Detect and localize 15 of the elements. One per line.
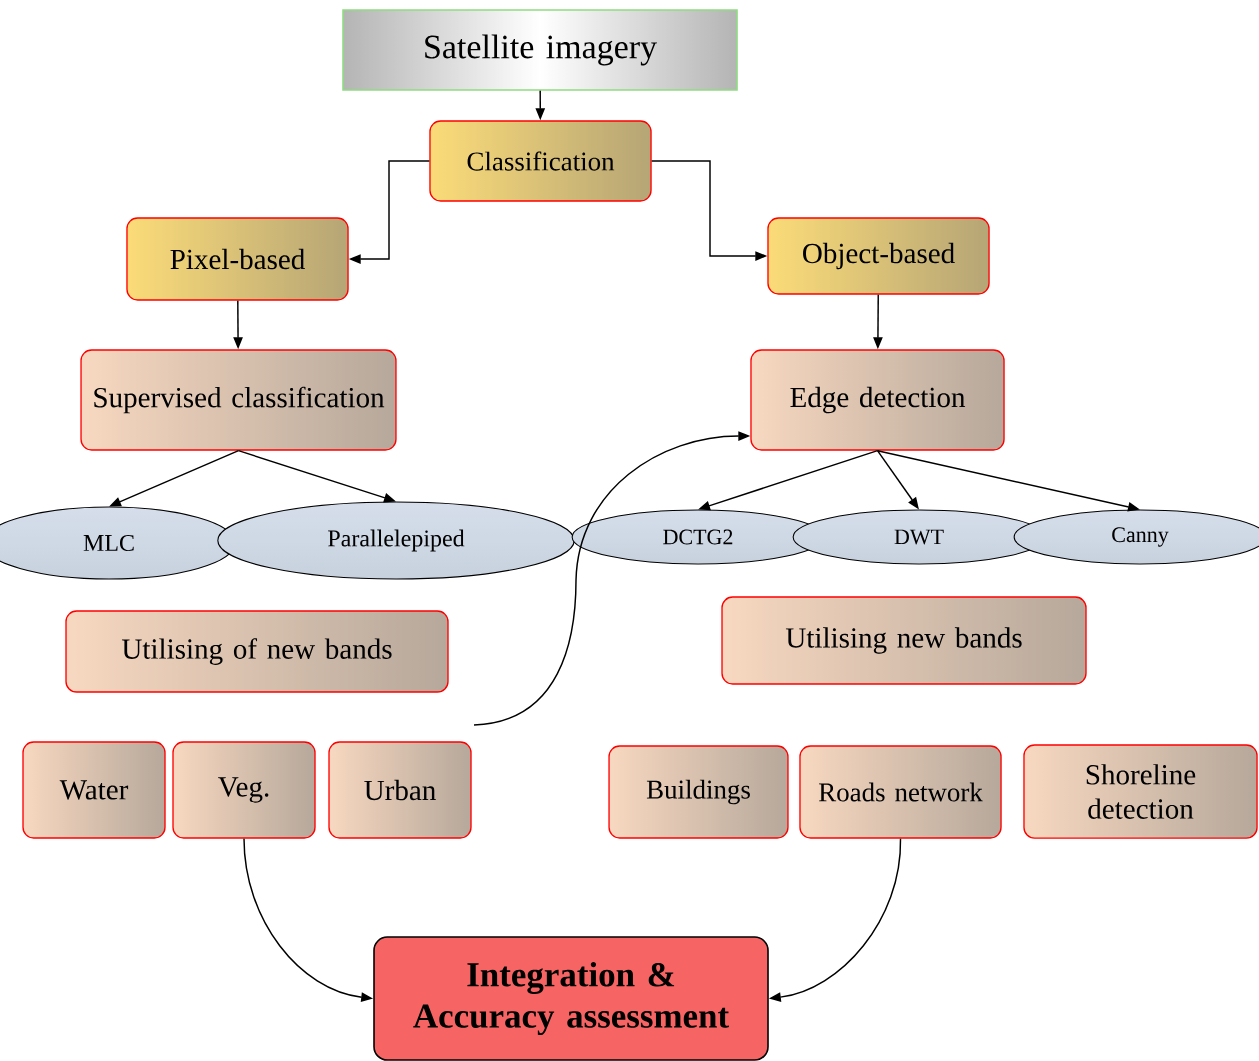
input-box: Satellite imagery: [342, 9, 738, 91]
process-box: Utilising new bands: [721, 596, 1087, 685]
process-box: Classification: [429, 120, 652, 202]
process-box: Shoreline detection: [1023, 744, 1258, 839]
process-box: Buildings: [608, 745, 789, 839]
process-box: Supervised classification: [80, 349, 397, 451]
process-box: Pixel-based: [126, 217, 349, 301]
process-box: Veg.: [172, 741, 316, 839]
process-box: Roads network: [799, 745, 1002, 839]
output-box: Integration & Accuracy assessment: [373, 936, 769, 1061]
process-box: Object-based: [767, 217, 990, 295]
process-box: Urban: [328, 741, 472, 839]
process-box: Edge detection: [750, 349, 1005, 451]
process-box: Utilising of new bands: [65, 610, 449, 693]
process-box: Water: [22, 741, 166, 839]
